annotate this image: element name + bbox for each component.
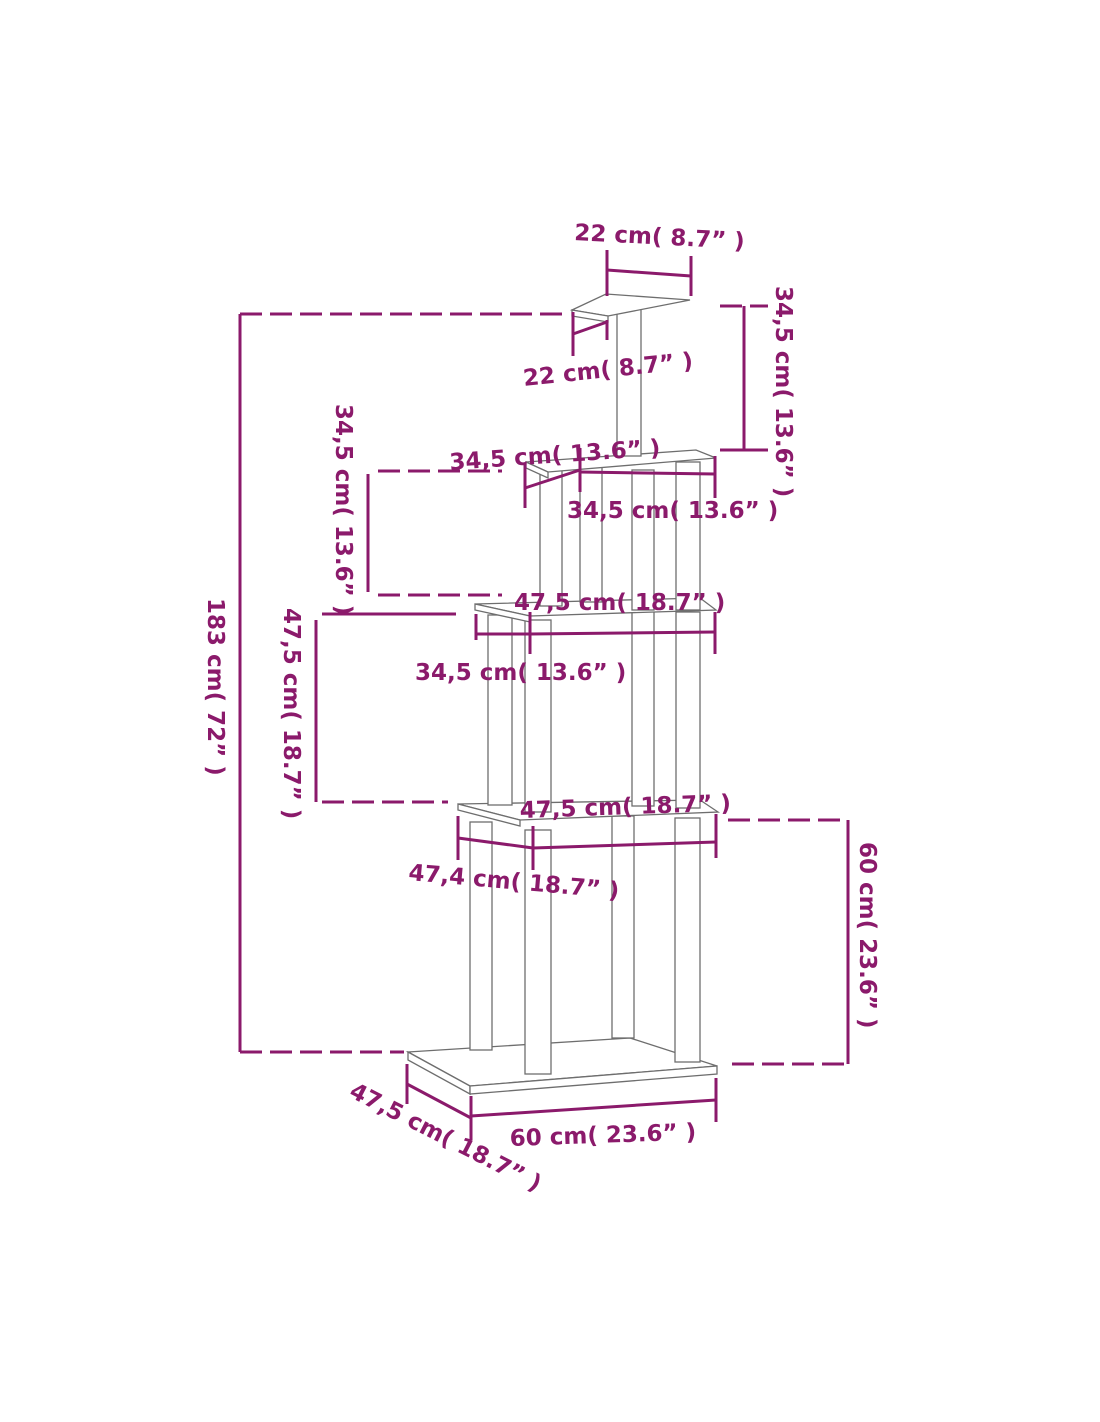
label-total-height: 183 cm( 72” ) bbox=[202, 598, 228, 776]
label-top-width: 22 cm( 8.7” ) bbox=[574, 220, 746, 255]
post bbox=[611, 815, 635, 1039]
label-lower-depth: 47,4 cm( 18.7” ) bbox=[407, 860, 620, 904]
lower-depth-line bbox=[457, 836, 534, 850]
top-depth-line bbox=[572, 320, 608, 336]
dimension-labels: 22 cm( 8.7” ) 22 cm( 8.7” ) 34,5 cm( 13.… bbox=[202, 220, 880, 1197]
post bbox=[524, 829, 552, 1075]
post bbox=[539, 465, 563, 607]
top-width-line bbox=[606, 268, 692, 278]
label-upper-width: 34,5 cm( 13.6” ) bbox=[567, 498, 778, 524]
label-middle-depth: 34,5 cm( 13.6” ) bbox=[415, 660, 626, 686]
post bbox=[674, 817, 701, 1063]
label-base-width: 60 cm( 23.6” ) bbox=[509, 1120, 696, 1152]
base-width-line bbox=[470, 1098, 717, 1118]
post bbox=[631, 469, 655, 611]
dimension-lines bbox=[238, 250, 850, 1140]
post bbox=[579, 461, 603, 603]
label-top-height: 34,5 cm( 13.6” ) bbox=[770, 286, 796, 497]
base-depth-line bbox=[406, 1082, 472, 1120]
post bbox=[469, 821, 493, 1051]
middle-width-line bbox=[529, 630, 716, 636]
lower-width-line bbox=[532, 840, 717, 850]
label-base-height: 60 cm( 23.6” ) bbox=[854, 842, 880, 1029]
label-top-depth: 22 cm( 8.7” ) bbox=[522, 348, 694, 392]
label-middle-height: 47,5 cm( 18.7” ) bbox=[278, 608, 304, 819]
top-post bbox=[616, 307, 642, 457]
post bbox=[675, 461, 701, 611]
cat-tree-illustration bbox=[405, 293, 721, 1096]
upper-width-line bbox=[579, 470, 716, 476]
post bbox=[524, 619, 552, 813]
upper-depth-line bbox=[524, 468, 581, 490]
post bbox=[675, 611, 701, 809]
post bbox=[487, 614, 513, 806]
label-upper-height: 34,5 cm( 13.6” ) bbox=[330, 404, 356, 615]
post bbox=[631, 609, 655, 807]
label-middle-width: 47,5 cm( 18.7” ) bbox=[514, 590, 725, 616]
